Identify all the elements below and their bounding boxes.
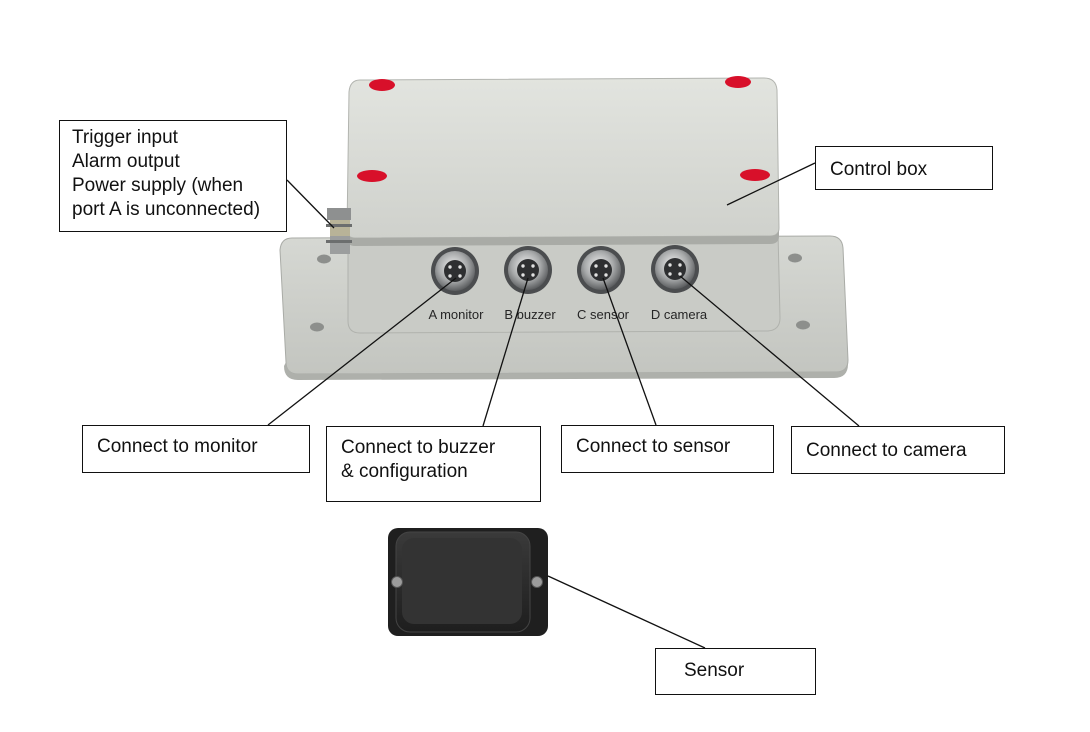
leader-line-trigger: [286, 179, 335, 229]
leader-lines: [267, 162, 860, 649]
box-lid: [346, 76, 780, 246]
leader-line-control-box: [726, 162, 816, 206]
mount-hole-bottom-left: [310, 322, 324, 332]
port-d-label: D camera: [651, 307, 708, 322]
port-d-connector-icon: [651, 245, 699, 293]
mount-hole-bottom-right: [796, 320, 810, 330]
port-a-connector-icon: [431, 247, 479, 295]
mount-hole-top-right: [788, 253, 802, 263]
leader-line-camera: [679, 275, 860, 427]
leader-line-sensor-connect: [602, 277, 657, 426]
connect-sensor-callout: Connect to sensor: [561, 425, 774, 473]
red-screw-cap-icon: [725, 76, 751, 88]
box-body: [347, 231, 781, 334]
port-b-connector-icon: [504, 246, 552, 294]
mount-hole-top-left: [317, 254, 331, 264]
port-b-label: B buzzer: [504, 307, 556, 322]
leader-line-buzzer: [482, 277, 529, 427]
connect-camera-callout: Connect to camera: [791, 426, 1005, 474]
callout-line: Alarm output: [72, 151, 180, 172]
sensor-callout: Sensor: [655, 648, 816, 695]
connect-buzzer-callout: Connect to buzzer & configuration: [326, 426, 541, 502]
screw-icon: [531, 576, 543, 588]
callout-line: port A is unconnected): [72, 199, 261, 220]
callout-line: Trigger input: [72, 127, 178, 148]
side-connector: [326, 208, 352, 254]
port-a-label: A monitor: [429, 307, 485, 322]
callout-line: & configuration: [341, 461, 468, 482]
sensor-module: [388, 528, 548, 636]
red-screw-cap-icon: [740, 169, 770, 181]
control-box-callout: Control box: [815, 146, 993, 190]
port-c-connector-icon: [577, 246, 625, 294]
red-screw-cap-icon: [369, 79, 395, 91]
trigger-input-callout: Trigger input Alarm output Power supply …: [59, 120, 287, 232]
leader-line-sensor: [547, 575, 706, 649]
front-ports: A monitor B buzzer C sensor D camera: [429, 245, 708, 322]
port-c-label: C sensor: [577, 307, 630, 322]
leader-line-monitor: [267, 277, 457, 426]
callout-line: Connect to buzzer: [341, 437, 496, 458]
screw-icon: [391, 576, 403, 588]
callout-line: Power supply (when: [72, 175, 244, 196]
red-screw-cap-icon: [357, 170, 387, 182]
connect-monitor-callout: Connect to monitor: [82, 425, 310, 473]
